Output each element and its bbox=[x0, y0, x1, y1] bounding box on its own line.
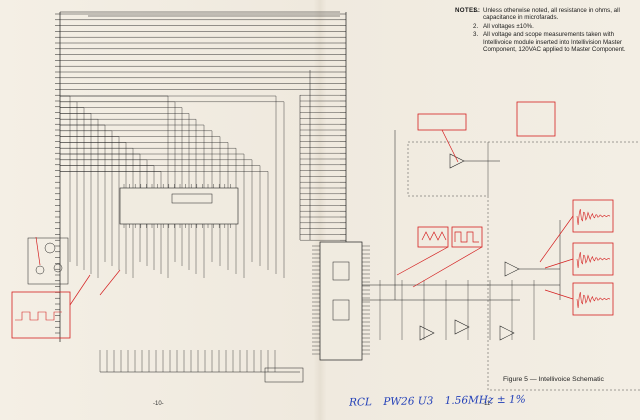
ic-body bbox=[332, 261, 350, 281]
waveform-trace bbox=[576, 252, 611, 269]
scope-waveform-box bbox=[516, 101, 556, 137]
red-annotations bbox=[11, 101, 614, 339]
ic-packages bbox=[27, 184, 370, 383]
ic-body bbox=[332, 299, 350, 321]
waveform-trace bbox=[576, 292, 611, 309]
dashed-module-outline bbox=[407, 141, 489, 197]
op-amp-symbol bbox=[419, 325, 435, 341]
annotation-leader bbox=[412, 246, 483, 288]
audio-filter-section bbox=[362, 130, 640, 391]
annotation-leader bbox=[99, 269, 121, 296]
bus-wiring bbox=[55, 11, 347, 373]
ic-body bbox=[171, 193, 213, 204]
notes-block: NOTES: 1.Unless otherwise noted, all res… bbox=[455, 7, 635, 54]
annotation-leader bbox=[539, 215, 574, 263]
annotation-leader bbox=[396, 246, 449, 276]
op-amp-symbol bbox=[499, 325, 515, 341]
ic-body bbox=[119, 187, 239, 225]
annotation-leader bbox=[35, 236, 41, 266]
page-number-right: -11- bbox=[482, 401, 493, 407]
waveform-trace bbox=[421, 231, 447, 241]
ic-body bbox=[264, 367, 304, 383]
annotation-leader bbox=[544, 289, 574, 300]
page-number-left: -10- bbox=[153, 401, 164, 407]
annotation-leader bbox=[69, 274, 91, 306]
transistor-symbol bbox=[44, 242, 56, 254]
waveform-trace bbox=[15, 311, 62, 321]
figure-caption: Figure 5 — Intellivoice Schematic bbox=[503, 376, 604, 383]
notes-title: NOTES: bbox=[455, 7, 481, 14]
waveform-trace bbox=[454, 231, 479, 243]
op-amp-symbol bbox=[449, 153, 465, 169]
annotation-leader bbox=[544, 258, 574, 269]
op-amp-symbol bbox=[504, 261, 520, 277]
note-item: 1.Unless otherwise noted, all resistance… bbox=[473, 7, 620, 22]
scope-waveform-box bbox=[417, 113, 467, 131]
annotation-leader bbox=[441, 129, 459, 163]
scope-waveform-box bbox=[417, 226, 449, 248]
ic-body bbox=[27, 237, 69, 285]
dashed-module-outline bbox=[487, 141, 640, 391]
transistor-symbol bbox=[35, 265, 45, 275]
handwritten-fragment: 1.56MHz ± 1% bbox=[444, 393, 526, 407]
note-item: 3.All voltage and scope measurements tak… bbox=[473, 31, 626, 54]
note-item: 2.All voltages ±10%. bbox=[473, 22, 534, 30]
handwritten-fragment: PW26 U3 bbox=[383, 395, 434, 409]
scope-waveform-box bbox=[11, 291, 71, 339]
handwritten-fragment: RCL bbox=[348, 396, 373, 409]
transistor-symbol bbox=[53, 263, 63, 273]
ic-body bbox=[319, 241, 363, 361]
scope-waveform-box bbox=[451, 226, 483, 248]
waveform-trace bbox=[576, 209, 611, 226]
op-amp-symbol bbox=[454, 319, 470, 335]
